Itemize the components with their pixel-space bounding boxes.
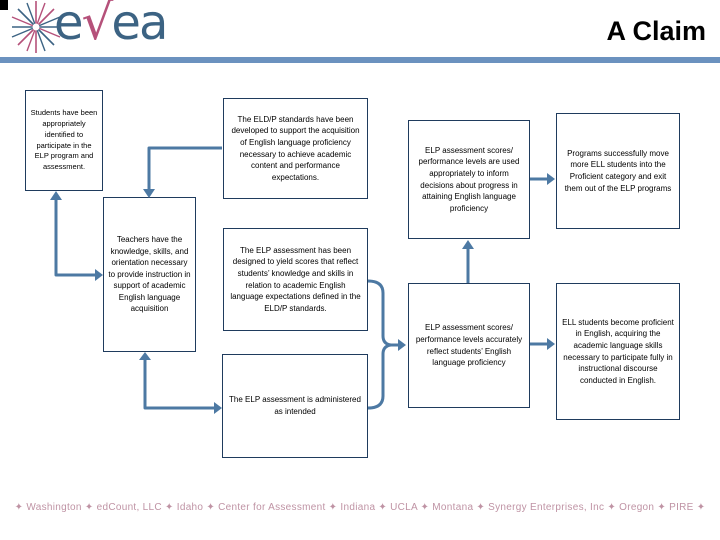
claim-text: Teachers have the knowledge, skills, and… [108, 234, 191, 314]
claim-box-students: Students have been appropriately identif… [25, 90, 103, 191]
claim-box-programs-move-students: Programs successfully move more ELL stud… [556, 113, 680, 229]
claim-text: ELL students become proficient in Englis… [562, 317, 674, 385]
claim-text: The ELP assessment has been designed to … [230, 245, 361, 313]
claim-text: ELP assessment scores/ performance level… [418, 145, 520, 213]
claim-text: Students have been appropriately identif… [30, 107, 98, 172]
logo-checkmark: √ [81, 0, 114, 51]
claim-box-assessment-administered: The ELP assessment is administered as in… [222, 354, 368, 458]
claim-text: Programs successfully move more ELL stud… [564, 148, 672, 193]
claim-box-scores-used-appropriately: ELP assessment scores/ performance level… [408, 120, 530, 239]
partner-footer: ✦ Washington ✦ edCount, LLC ✦ Idaho ✦ Ce… [14, 502, 706, 513]
claim-text: The ELD/P standards have been developed … [231, 114, 360, 182]
starburst-icon [11, 1, 61, 53]
claim-box-ell-become-proficient: ELL students become proficient in Englis… [556, 283, 680, 420]
corner-mark [0, 0, 8, 10]
logo-letters-ea: ea [111, 0, 168, 51]
header-rule [0, 57, 720, 63]
claim-box-assessment-designed: The ELP assessment has been designed to … [223, 228, 368, 331]
claim-text: The ELP assessment is administered as in… [229, 395, 361, 416]
claim-text: ELP assessment scores/ performance level… [415, 323, 523, 368]
logo-wordmark: e√ea [54, 0, 168, 51]
claim-box-standards: The ELD/P standards have been developed … [223, 98, 368, 199]
claim-box-scores-accurately-reflect: ELP assessment scores/ performance level… [408, 283, 530, 408]
logo-letter-e: e [54, 0, 83, 51]
slide-title: A Claim [606, 16, 706, 46]
claim-box-teachers: Teachers have the knowledge, skills, and… [103, 197, 196, 352]
